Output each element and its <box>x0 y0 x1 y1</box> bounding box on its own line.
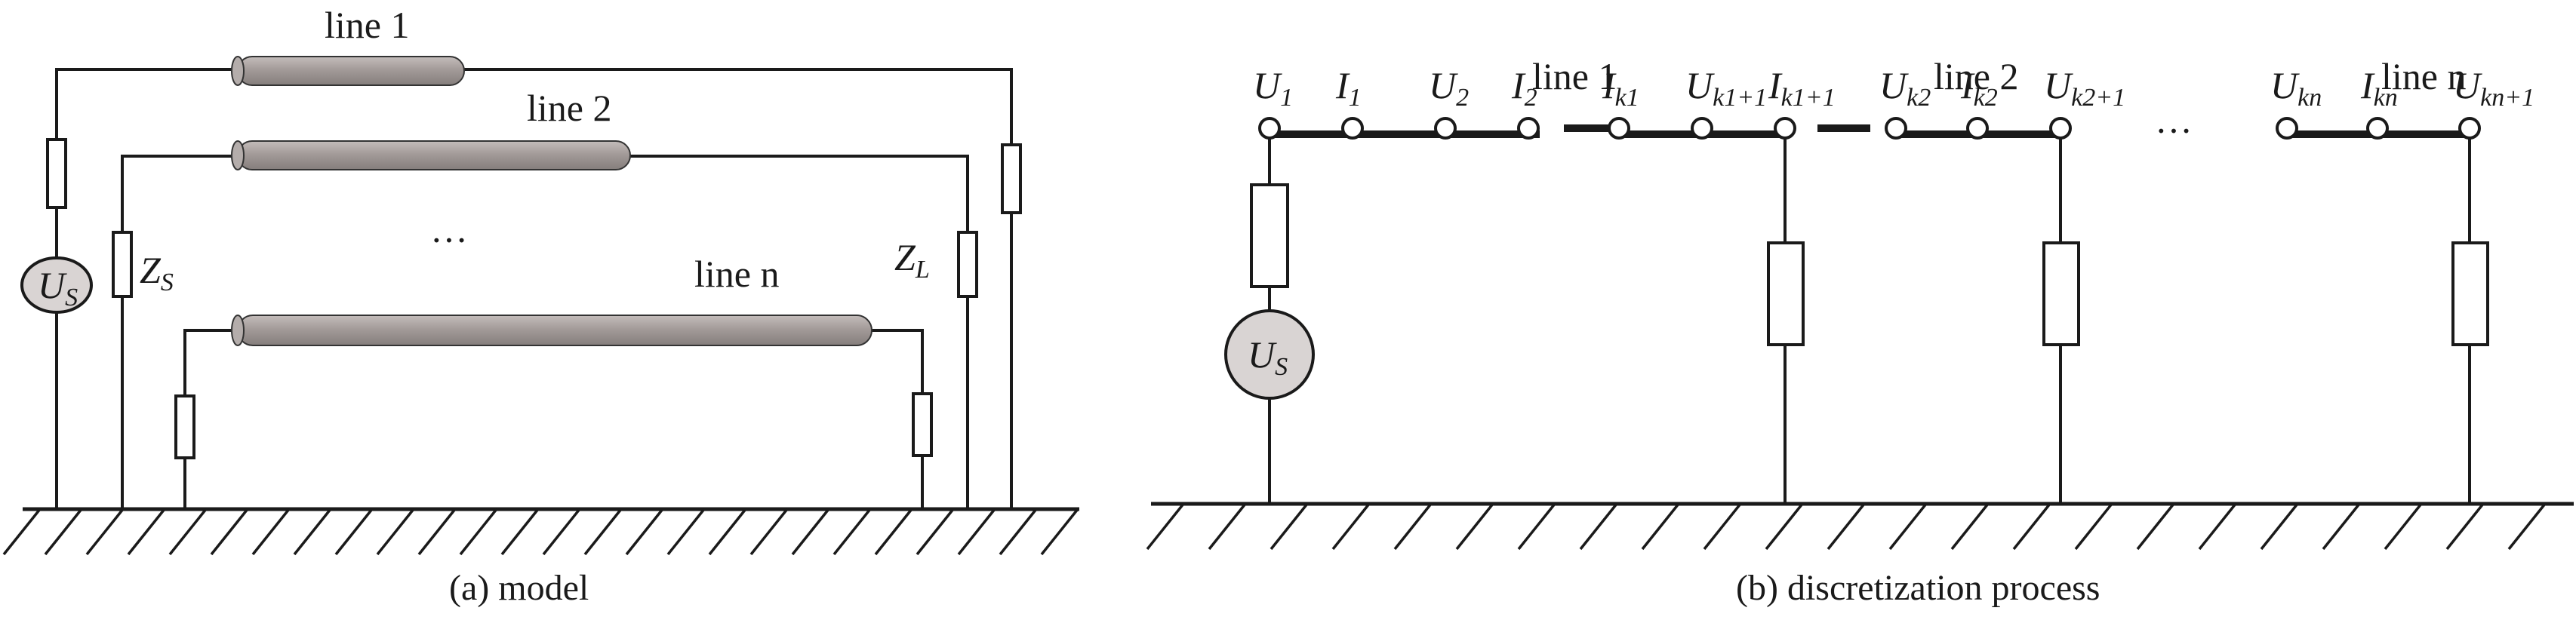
b-source-us-label: US <box>1248 333 1288 381</box>
line-n-circuit: line n <box>174 253 933 509</box>
zs-resistor <box>112 231 133 298</box>
line-2-circuit: line 2 ZS ZL <box>112 87 978 509</box>
vertical-wires <box>1268 134 2471 504</box>
node-12 <box>2458 117 2481 140</box>
line-2-cable <box>231 140 631 170</box>
line-n-source-resistor <box>174 394 195 459</box>
panel-b-ellipsis: ··· <box>2155 109 2193 152</box>
node-8 <box>1966 117 1989 140</box>
node-label-4: Ik1 <box>1602 64 1639 112</box>
node-0 <box>1258 117 1281 140</box>
line-1-label: line 1 <box>325 4 409 46</box>
node-4 <box>1608 117 1630 140</box>
line-n-cable <box>231 315 873 346</box>
b-line-1-label: line 1 <box>1532 55 1617 97</box>
b-source-resistor <box>1250 183 1289 288</box>
node-label-3: I2 <box>1511 64 1537 112</box>
node-5 <box>1691 117 1713 140</box>
b-line-2-label: line 2 <box>1934 55 2018 97</box>
node-label-12: Ukn+1 <box>2453 64 2534 112</box>
node-label-5: Uk1+1 <box>1685 64 1767 112</box>
node-10 <box>2276 117 2298 140</box>
line-1-load-resistor <box>1001 143 1022 214</box>
node-6 <box>1774 117 1796 140</box>
b-load-resistor-1 <box>1767 241 1805 346</box>
voltage-source-us <box>20 256 93 314</box>
source-us-label: US <box>38 264 78 312</box>
node-11 <box>2366 117 2389 140</box>
line-2-label: line 2 <box>527 87 611 129</box>
line-1-source-resistor <box>46 138 67 209</box>
node-label-2: U2 <box>1429 64 1469 112</box>
node-1 <box>1341 117 1364 140</box>
panel-a-ground <box>2 507 1079 556</box>
node-label-8: Ik2 <box>1960 64 1998 112</box>
node-2 <box>1434 117 1457 140</box>
node-label-1: I1 <box>1335 64 1362 112</box>
zs-label: ZS <box>140 249 174 296</box>
panel-b-caption: (b) discretization process <box>1736 568 2100 608</box>
panel-b-ground <box>1146 502 2574 551</box>
panel-a-caption: (a) model <box>449 568 589 608</box>
node-label-10: Ukn <box>2270 64 2322 112</box>
node-label-0: U1 <box>1253 64 1293 112</box>
panel-a-ellipsis: ··· <box>430 219 468 261</box>
b-line-n-label: line n <box>2381 55 2466 97</box>
node-label-7: Uk2 <box>1879 64 1931 112</box>
b-load-resistor-2 <box>2042 241 2080 346</box>
node-7 <box>1885 117 1907 140</box>
node-label-9: Uk2+1 <box>2044 64 2125 112</box>
node-label-11: Ikn <box>2360 64 2398 112</box>
panel-a-model: US line 1 line 2 ZS ZL ··· <box>2 4 1079 608</box>
line-n-load-resistor <box>912 392 933 457</box>
zl-label: ZL <box>894 236 930 284</box>
line-n-label: line n <box>694 253 779 295</box>
line-1-circuit: US line 1 <box>20 4 1022 509</box>
b-voltage-source-us <box>1224 309 1315 400</box>
node-3 <box>1517 117 1540 140</box>
b-load-resistor-n <box>2451 241 2489 346</box>
node-label-6: Ik1+1 <box>1768 64 1836 112</box>
line-1-cable <box>231 56 465 86</box>
panel-b-discretization: line 1 line 2 line n US ··· U <box>1146 55 2574 608</box>
zl-resistor <box>957 231 978 298</box>
node-9 <box>2049 117 2072 140</box>
